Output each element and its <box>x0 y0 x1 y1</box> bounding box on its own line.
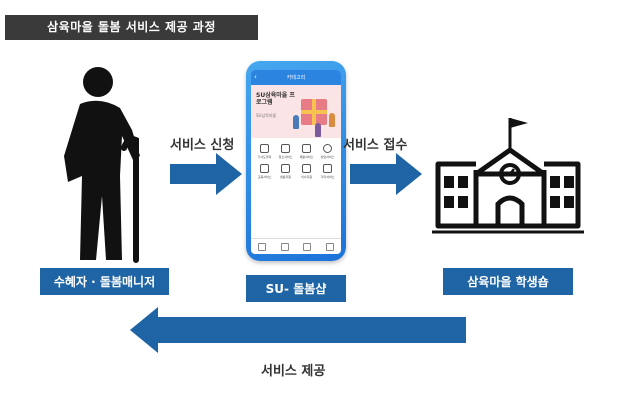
app-header-title: 카테고리 <box>286 75 306 81</box>
category-item[interactable]: 식사지원 <box>296 164 317 179</box>
gift-box-icon <box>301 99 327 125</box>
apply-arrow-label: 서비스 신청 <box>170 138 235 153</box>
app-label: SU- 돌봄샵 <box>246 275 346 302</box>
cart-tab-icon[interactable] <box>303 242 312 251</box>
category-item[interactable]: 가사도우미 <box>254 144 275 159</box>
support-icon <box>281 164 290 173</box>
category-item[interactable]: 기타서비스 <box>317 164 338 179</box>
banner-title: SU삼육마을 프로그램 <box>256 92 295 106</box>
medical-icon <box>302 144 311 153</box>
broom-icon <box>281 144 290 153</box>
chat-icon <box>323 144 332 153</box>
menu-tab-icon[interactable] <box>280 242 289 251</box>
category-grid: 가사도우미 청소서비스 재활서비스 상담서비스 교육서비스 생활지원 식사지원 … <box>254 144 338 179</box>
person-icon <box>329 113 335 127</box>
category-item[interactable]: 교육서비스 <box>254 164 275 179</box>
meal-icon <box>302 164 311 173</box>
more-icon <box>323 164 332 173</box>
left-arrow-icon <box>130 307 466 353</box>
banner-subtitle: SU삼육마을 <box>256 113 277 118</box>
app-header: ‹ 카테고리 <box>251 70 341 85</box>
user-tab-icon[interactable] <box>325 242 334 251</box>
elderly-person-icon <box>64 67 140 263</box>
school-label: 삼육마을 학생숍 <box>443 268 573 295</box>
app-screen: ‹ 카테고리 SU삼육마을 프로그램 SU삼육마을 가사도우미 청소서비스 재활… <box>251 70 341 254</box>
person-icon <box>315 123 321 137</box>
home-tab-icon[interactable] <box>258 242 267 251</box>
back-icon[interactable]: ‹ <box>254 73 257 81</box>
app-phone-mockup: ‹ 카테고리 SU삼육마을 프로그램 SU삼육마을 가사도우미 청소서비스 재활… <box>246 61 346 261</box>
app-tabbar <box>251 238 341 254</box>
category-item[interactable]: 생활지원 <box>275 164 296 179</box>
category-item[interactable]: 청소서비스 <box>275 144 296 159</box>
right-arrow-icon <box>170 153 242 195</box>
category-item[interactable]: 재활서비스 <box>296 144 317 159</box>
home-icon <box>260 144 269 153</box>
provide-arrow-label: 서비스 제공 <box>261 364 326 379</box>
right-arrow-icon <box>350 153 422 195</box>
receive-arrow-label: 서비스 접수 <box>343 138 408 153</box>
school-building-icon <box>432 118 584 234</box>
category-item[interactable]: 상담서비스 <box>317 144 338 159</box>
app-banner[interactable]: SU삼육마을 프로그램 SU삼육마을 <box>251 85 341 138</box>
recipient-label: 수혜자 · 돌봄매니저 <box>40 268 169 295</box>
book-icon <box>260 164 269 173</box>
person-icon <box>293 115 299 129</box>
page-title: 삼육마을 돌봄 서비스 제공 과정 <box>5 15 258 40</box>
